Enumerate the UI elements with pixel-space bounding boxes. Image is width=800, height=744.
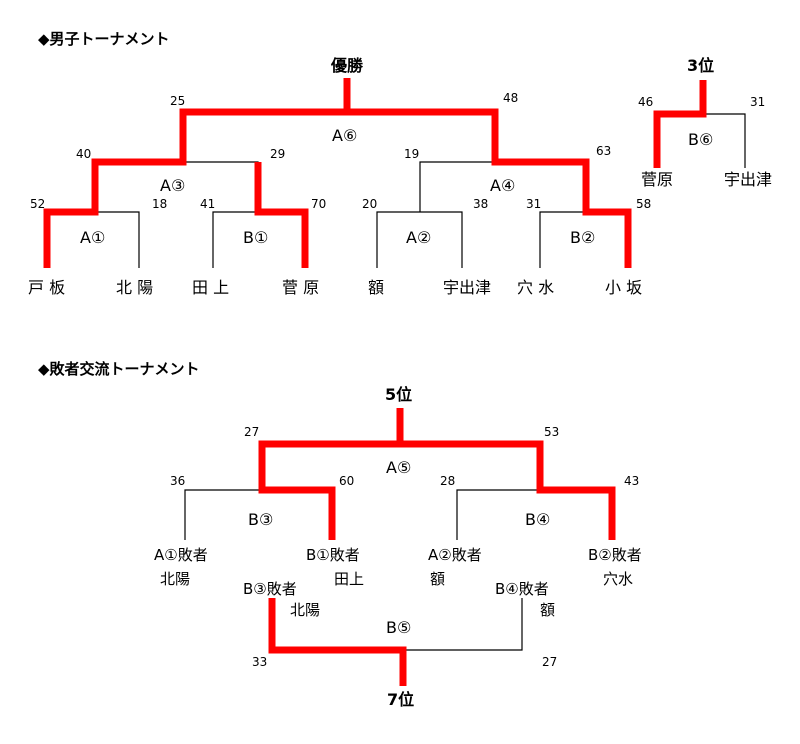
score-a4-left: 19 (404, 147, 420, 161)
match-label-b1: B① (243, 228, 269, 247)
entry-b2-loser-team: 穴水 (603, 570, 634, 588)
team-osaka: 小 坂 (605, 278, 643, 297)
entry-b4-loser-team: 額 (540, 601, 556, 619)
score-a1-left: 52 (30, 197, 46, 211)
score-final-right: 48 (503, 91, 519, 105)
match-label-b6: B⑥ (688, 130, 714, 149)
match-label-b4: B④ (525, 510, 551, 529)
score-b3-left: 36 (170, 474, 186, 488)
match-label-b3: B③ (248, 510, 274, 529)
score-a3-right: 29 (270, 147, 286, 161)
path-osaka (347, 108, 632, 268)
team-tagami: 田 上 (192, 278, 230, 297)
path-sugawara (254, 162, 309, 268)
score-a5-left: 27 (244, 425, 260, 439)
match-label-a1: A① (80, 228, 106, 247)
team-hokuyo: 北 陽 (116, 278, 154, 297)
path-tobe (43, 78, 351, 268)
team-udetsu: 宇出津 (443, 278, 492, 297)
entry-b1-loser-team: 田上 (334, 570, 365, 588)
match-label-a5: A⑤ (386, 458, 412, 477)
score-third-left: 46 (638, 95, 654, 109)
score-b1-left: 41 (200, 197, 216, 211)
rank-first: 優勝 (331, 56, 364, 75)
team-anamizu: 穴 水 (517, 278, 555, 297)
entry-b4-loser: B④敗者 (495, 580, 549, 598)
score-b2-left: 31 (526, 197, 542, 211)
score-b5-right: 27 (542, 655, 558, 669)
winner-path (43, 78, 707, 686)
path-fifth-right (400, 440, 616, 540)
score-a3-left: 40 (76, 147, 92, 161)
score-a2-right: 38 (473, 197, 489, 211)
score-third-right: 31 (750, 95, 766, 109)
score-b3-right: 60 (339, 474, 355, 488)
boys-section-title: ◆男子トーナメント (38, 30, 170, 48)
score-a5-right: 53 (544, 425, 560, 439)
consolation-section-title: ◆敗者交流トーナメント (38, 360, 200, 378)
path-fifth (258, 408, 404, 540)
rank-fifth: 5位 (385, 385, 413, 404)
entry-a1-loser-team: 北陽 (160, 570, 191, 588)
match-label-b2: B② (570, 228, 596, 247)
entry-b3-loser: B③敗者 (243, 580, 297, 598)
team-third-right: 宇出津 (724, 170, 773, 189)
rank-third: 3位 (687, 56, 715, 75)
entry-a2-loser: A②敗者 (428, 546, 482, 564)
entry-b3-loser-team: 北陽 (290, 601, 321, 619)
score-b4-left: 28 (440, 474, 456, 488)
score-b5-left: 33 (252, 655, 268, 669)
score-a1-right: 18 (152, 197, 168, 211)
path-seventh (268, 598, 407, 686)
score-b2-right: 58 (636, 197, 652, 211)
entry-a1-loser: A①敗者 (154, 546, 208, 564)
score-b1-right: 70 (311, 197, 327, 211)
match-label-a4: A④ (490, 176, 516, 195)
team-third-left: 菅原 (641, 170, 674, 189)
match-label-a2: A② (406, 228, 432, 247)
team-nuka: 額 (368, 278, 385, 297)
score-b4-right: 43 (624, 474, 640, 488)
score-a2-left: 20 (362, 197, 378, 211)
score-a4-right: 63 (596, 144, 612, 158)
rank-seventh: 7位 (387, 690, 415, 709)
entry-b2-loser: B②敗者 (588, 546, 642, 564)
entry-b1-loser: B①敗者 (306, 546, 360, 564)
entry-a2-loser-team: 額 (430, 570, 446, 588)
path-third (653, 80, 707, 168)
match-label-b5: B⑤ (386, 618, 412, 637)
match-label-a6: A⑥ (332, 126, 358, 145)
match-label-a3: A③ (160, 176, 186, 195)
team-sugawara: 菅 原 (282, 278, 320, 297)
score-final-left: 25 (170, 94, 186, 108)
team-tobe: 戸 板 (28, 278, 66, 297)
